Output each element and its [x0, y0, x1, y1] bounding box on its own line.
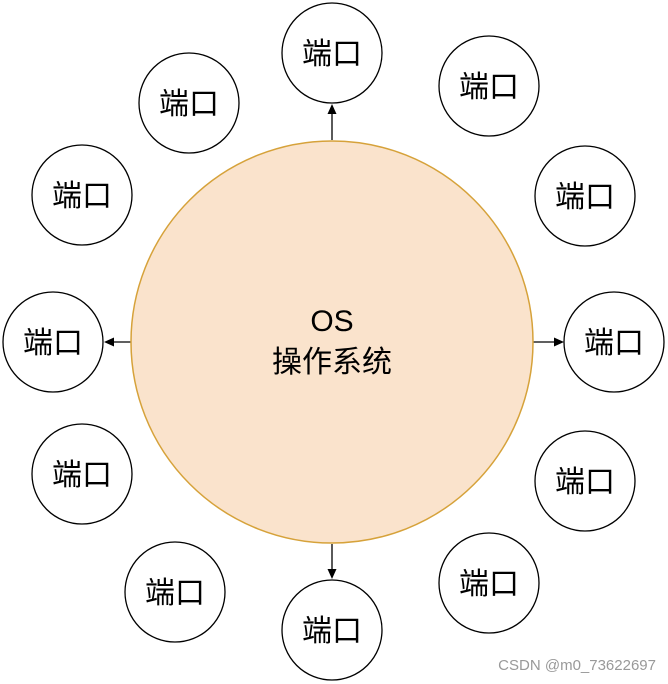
port-node: 端口	[2, 291, 104, 393]
port-node: 端口	[438, 532, 540, 634]
port-node: 端口	[281, 579, 383, 681]
arrow-down	[327, 544, 337, 579]
port-label: 端口	[23, 326, 83, 361]
os-circle	[130, 140, 534, 544]
arrow-left	[104, 337, 131, 347]
port-label: 端口	[145, 576, 205, 611]
port-label: 端口	[459, 70, 519, 105]
port-label: 端口	[555, 180, 615, 215]
os-subtitle: 操作系统	[272, 345, 392, 380]
port-circle	[124, 541, 226, 643]
port-circle	[138, 52, 240, 154]
port-label: 端口	[555, 465, 615, 500]
port-node: 端口	[534, 145, 636, 247]
os-title: OS	[310, 305, 353, 338]
port-circle	[563, 291, 665, 393]
port-circle	[31, 144, 133, 246]
port-label: 端口	[302, 37, 362, 72]
arrow-up	[327, 104, 337, 140]
watermark: CSDN @m0_73622697	[498, 657, 656, 674]
port-circle	[281, 579, 383, 681]
port-label: 端口	[159, 87, 219, 122]
port-circle	[281, 2, 383, 104]
port-label: 端口	[52, 179, 112, 214]
port-circle	[438, 532, 540, 634]
port-node: 端口	[563, 291, 665, 393]
port-node: 端口	[281, 2, 383, 104]
port-node: 端口	[31, 144, 133, 246]
port-label: 端口	[302, 614, 362, 649]
port-circle	[534, 430, 636, 532]
port-circle	[438, 35, 540, 137]
port-circle	[2, 291, 104, 393]
arrow-right	[533, 337, 564, 347]
port-label: 端口	[52, 458, 112, 493]
port-node: 端口	[438, 35, 540, 137]
port-circle	[534, 145, 636, 247]
port-node: 端口	[534, 430, 636, 532]
port-label: 端口	[584, 326, 644, 361]
port-node: 端口	[124, 541, 226, 643]
port-node: 端口	[138, 52, 240, 154]
os-node: OS 操作系统	[130, 140, 534, 544]
port-node: 端口	[31, 423, 133, 525]
port-label: 端口	[459, 567, 519, 602]
port-circle	[31, 423, 133, 525]
